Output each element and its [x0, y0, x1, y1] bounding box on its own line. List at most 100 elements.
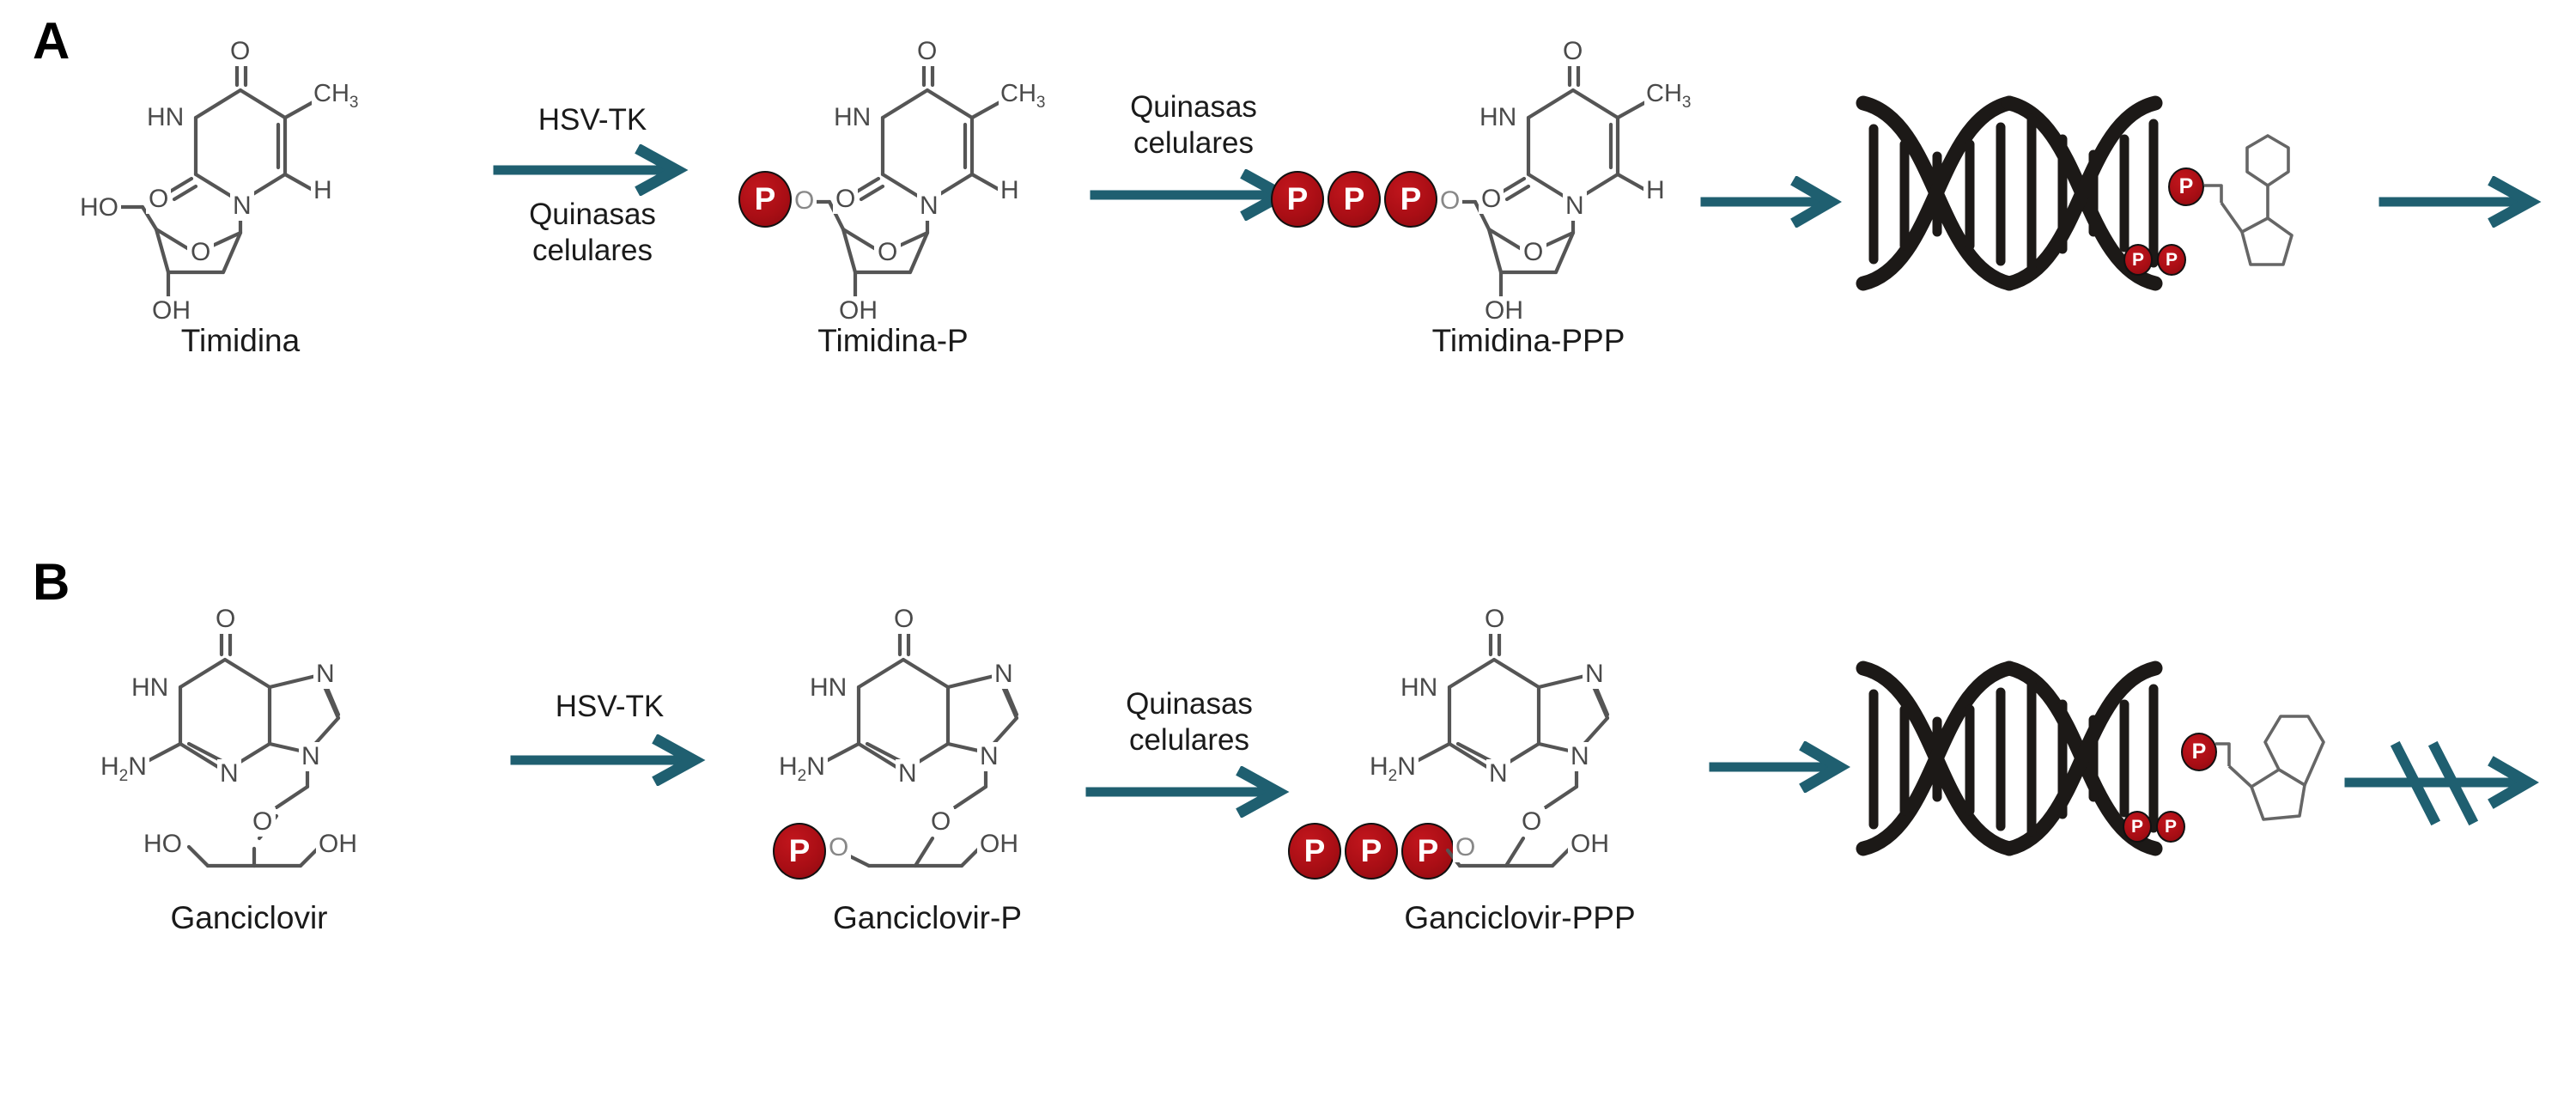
structure-timidina-ppp: P P P: [1271, 37, 1693, 326]
amine-h: H: [779, 752, 798, 781]
atom-label-ring-h: H: [311, 176, 335, 205]
phosphate-token: P: [1384, 171, 1437, 228]
incorporated-nucleotide-skeleton-b: [2214, 704, 2377, 859]
arrow-label-a2-kinase-1: Quinasas: [1130, 90, 1257, 124]
amine-n: N: [128, 752, 147, 781]
atom-label-ring-n: N: [917, 192, 941, 221]
atom-label-right-oh: OH: [1568, 830, 1612, 859]
atom-label-ring-n9: N: [299, 742, 323, 771]
atom-label-right-oh: OH: [316, 830, 360, 859]
phosphate-token: P: [738, 171, 792, 228]
reaction-arrow-a1: HSV-TK Quinasas celulares: [481, 103, 704, 283]
atom-label-ring-n-bottom: N: [1486, 759, 1510, 788]
atom-label-carbonyl-o: O: [914, 37, 940, 66]
methyl-subscript: 3: [1036, 93, 1046, 112]
atom-label-ring-n-bottom: N: [217, 759, 241, 788]
structure-timidina: O HN O N CH3 H HO O OH: [77, 37, 386, 326]
atom-label-ring-n-top: N: [313, 660, 337, 689]
thymidine-skeleton: [94, 39, 386, 302]
methyl-text: CH: [1000, 80, 1036, 107]
phosphate-token: P: [1345, 823, 1398, 880]
atom-label-ring-n: N: [1563, 192, 1587, 221]
amine-subscript: 2: [1388, 767, 1398, 785]
methyl-text: CH: [1646, 80, 1682, 107]
atom-label-ring-nh: HN: [831, 103, 874, 132]
atom-label-amine: H2N: [1367, 752, 1419, 786]
structure-timidina-p: P: [738, 37, 1048, 326]
amine-subscript: 2: [797, 767, 807, 785]
methyl-subscript: 3: [349, 93, 359, 112]
atom-label-ring-n-top: N: [992, 660, 1016, 689]
phosphate-token-released: P: [2156, 811, 2185, 843]
atom-label-ester-o: O: [792, 186, 817, 216]
methyl-subscript: 3: [1681, 93, 1692, 112]
reaction-arrow-a3: [1700, 175, 1855, 228]
phosphate-token-incorporated: P: [2181, 733, 2217, 771]
amine-n: N: [1397, 752, 1416, 781]
atom-label-carbonyl-o: O: [213, 605, 239, 634]
panel-letter-a: A: [33, 12, 70, 70]
atom-label-ring-n-bottom: N: [896, 759, 920, 788]
atom-label-keto-o: O: [146, 185, 172, 214]
atom-label-amine: H2N: [98, 752, 149, 786]
arrow-label-a1-kinase-1: Quinasas: [529, 198, 656, 231]
atom-label-sugar-ho: HO: [77, 193, 121, 222]
phosphate-token: P: [1288, 823, 1341, 880]
thymidine-triphosphate-skeleton: [1271, 39, 1666, 302]
label-timidina-p: Timidina-P: [817, 323, 969, 358]
atom-label-methyl: CH3: [999, 80, 1048, 113]
phosphate-token: P: [773, 823, 826, 880]
atom-label-carbonyl-o: O: [1560, 37, 1586, 66]
phosphate-token: P: [1327, 171, 1381, 228]
reaction-arrow-b3: [1709, 740, 1863, 794]
phosphate-token-incorporated: P: [2168, 167, 2204, 206]
arrow-label-a1-enzyme: HSV-TK: [538, 103, 647, 137]
reaction-arrow-b1: HSV-TK: [498, 690, 721, 801]
structure-ganciclovir-ppp: P P P: [1288, 605, 1735, 880]
phosphate-token: P: [1401, 823, 1455, 880]
atom-label-sugar-o: O: [874, 238, 902, 267]
phosphate-token: P: [1271, 171, 1324, 228]
outcome-arrow-a: [2379, 175, 2550, 228]
atom-label-ring-h: H: [998, 176, 1022, 205]
label-ganciclovir-p: Ganciclovir-P: [833, 900, 1022, 935]
label-ganciclovir-ppp: Ganciclovir-PPP: [1404, 900, 1636, 935]
amine-h: H: [1370, 752, 1388, 781]
atom-label-keto-o: O: [1479, 185, 1504, 214]
atom-label-sugar-o: O: [187, 238, 215, 267]
arrow-label-b2-kinase-1: Quinasas: [1126, 687, 1253, 721]
atom-label-ring-nh: HN: [1398, 673, 1441, 703]
atom-label-methyl: CH3: [1644, 80, 1693, 113]
atom-label-carbonyl-o: O: [1482, 605, 1508, 634]
arrow-glyph-b2: [1085, 766, 1290, 818]
arrow-label-b1-enzyme: HSV-TK: [555, 690, 665, 723]
amine-h: H: [100, 752, 119, 781]
atom-label-ester-o: O: [826, 833, 852, 862]
phosphate-token-released: P: [2123, 811, 2152, 843]
phosphate-token-released: P: [2123, 244, 2153, 276]
atom-label-ring-nh: HN: [807, 673, 850, 703]
atom-label-right-oh: OH: [977, 830, 1021, 859]
atom-label-sugar-oh: OH: [1482, 296, 1526, 326]
atom-label-amine: H2N: [776, 752, 828, 786]
atom-label-ring-n9: N: [977, 742, 1001, 771]
atom-label-ring-nh: HN: [1477, 103, 1520, 132]
atom-label-keto-o: O: [833, 185, 859, 214]
atom-label-ring-n-top: N: [1583, 660, 1607, 689]
atom-label-ring-h: H: [1643, 176, 1668, 205]
structure-ganciclovir: O HN N N N H2N O HO OH: [94, 605, 404, 868]
arrow-glyph-a1: [493, 144, 689, 196]
amine-subscript: 2: [118, 767, 129, 785]
atom-label-ether-o: O: [249, 807, 276, 837]
atom-label-ether-o: O: [927, 807, 955, 837]
arrow-glyph-b3: [1709, 740, 1850, 794]
atom-label-ring-n9: N: [1568, 742, 1592, 771]
atom-label-sugar-oh: OH: [836, 296, 880, 326]
arrow-glyph-a3: [1700, 175, 1842, 228]
atom-label-sugar-oh: OH: [149, 296, 193, 326]
atom-label-ester-o: O: [1453, 833, 1479, 862]
arrow-glyph-a-outcome: [2379, 175, 2542, 228]
panel-b: B: [0, 557, 2576, 1114]
panel-a: A: [33, 12, 2550, 358]
reaction-arrow-b2: Quinasas celulares: [1073, 687, 1305, 842]
